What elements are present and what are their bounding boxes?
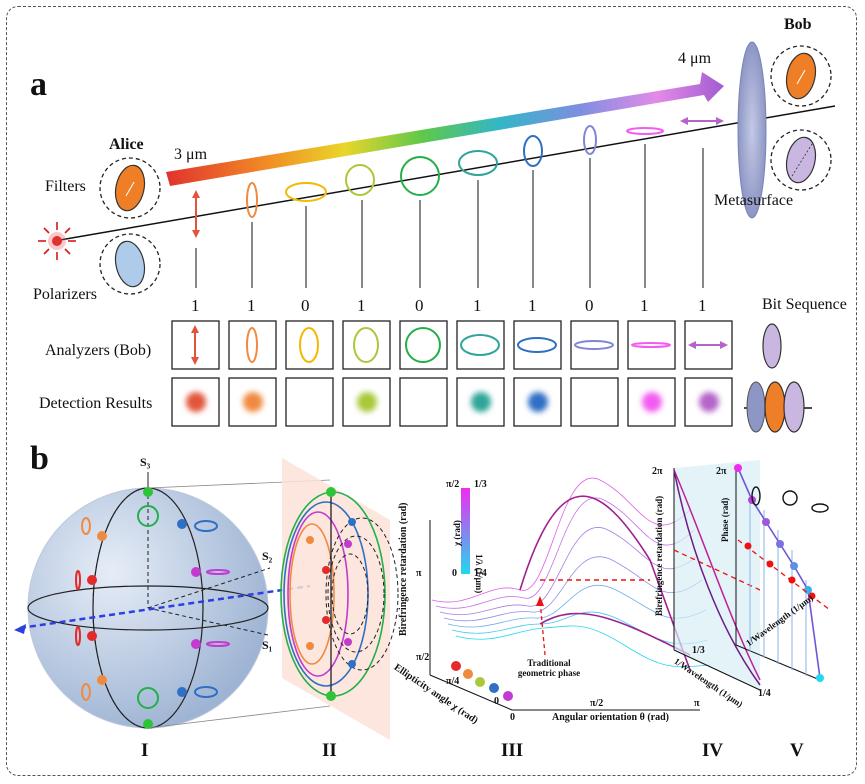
bit: 1 xyxy=(357,296,366,315)
subpanel-label-II: II xyxy=(322,740,337,761)
surface-z-tick: 0 xyxy=(494,696,499,707)
subpanel-label-III: III xyxy=(501,740,524,761)
wavelength-end-label: 4 μm xyxy=(678,50,712,67)
panel-a-letter: a xyxy=(30,66,47,103)
colorbar-lambda-bottom: 1/4 xyxy=(474,568,487,579)
colorbar-lambda-label: 1/λ (1/μm) xyxy=(474,554,484,594)
poincare-sphere xyxy=(14,472,311,729)
projection-panel xyxy=(280,458,399,740)
retardation-and-phase-plots xyxy=(673,460,831,691)
panel-v-y-axis-label: Phase (rad) xyxy=(720,497,730,542)
figure-frame xyxy=(6,6,857,776)
alice-filter-polarizer xyxy=(99,157,161,295)
wavelength-arrow xyxy=(166,72,724,186)
colorbar-lambda-top: 1/3 xyxy=(474,479,487,490)
panel-b-letter: b xyxy=(30,440,49,477)
bit-drop-lines xyxy=(195,144,704,288)
traditional-phase-annotation: Traditional geometric phase xyxy=(517,658,581,678)
alice-label: Alice xyxy=(109,136,144,153)
detection-spot xyxy=(642,392,662,412)
surface-x-tick: π/2 xyxy=(590,698,604,709)
surface-x-tick: π xyxy=(694,698,700,709)
bit: 0 xyxy=(415,296,424,315)
surface-x-axis-label: Angular orientation θ (rad) xyxy=(552,712,669,723)
subpanel-label-I: I xyxy=(141,740,149,761)
bit: 1 xyxy=(473,296,482,315)
detection-spot xyxy=(357,392,377,412)
panel-iv-x-left: 1/3 xyxy=(692,645,705,656)
wavelength-start-label: 3 μm xyxy=(174,146,208,163)
surface-x-tick: 0 xyxy=(510,712,515,723)
bit: 1 xyxy=(640,296,649,315)
metasurface-disc xyxy=(737,41,767,219)
detection-spot xyxy=(528,392,548,412)
bit-sequence-label: Bit Sequence xyxy=(762,296,847,313)
panel-a-graphics xyxy=(38,41,836,295)
s3-label: S₃ xyxy=(140,455,151,469)
panel-v-y-top: 2π xyxy=(716,466,727,477)
beam-axis xyxy=(59,105,836,241)
detection-spot xyxy=(471,392,491,412)
detection-label: Detection Results xyxy=(39,395,153,412)
bit: 1 xyxy=(528,296,537,315)
subpanel-label-IV: IV xyxy=(702,740,724,761)
polarizers-label: Polarizers xyxy=(33,286,97,303)
panel-v-x-right: 1/4 xyxy=(758,688,771,699)
analyzer-and-detection-grid xyxy=(171,320,812,433)
bit: 0 xyxy=(301,296,310,315)
surface-z-tick: π/2 xyxy=(416,652,430,663)
retardation-surface-plot xyxy=(429,477,711,711)
detection-spot xyxy=(243,392,263,412)
surface-z-tick: π/4 xyxy=(446,676,460,687)
surface-y-tick: π xyxy=(416,568,422,579)
colorbar-chi-label: χ (rad) xyxy=(452,520,462,546)
filters-label: Filters xyxy=(45,178,86,195)
panel-iv-y-axis-label: Birefringence retardation (rad) xyxy=(654,495,664,616)
bit: 1 xyxy=(191,296,200,315)
detection-spot xyxy=(186,392,206,412)
colorbar-chi-bottom: 0 xyxy=(452,568,457,579)
bit: 1 xyxy=(247,296,256,315)
bob-filter-analyzer xyxy=(770,45,832,191)
s1-label: S₁ xyxy=(262,638,273,652)
subpanel-label-V: V xyxy=(790,740,804,761)
detection-spot xyxy=(699,392,719,412)
laser-source-icon xyxy=(38,222,76,260)
bit: 0 xyxy=(585,296,594,315)
polarization-states xyxy=(192,117,724,238)
analyzers-label: Analyzers (Bob) xyxy=(45,342,152,359)
surface-y-axis-label: Birefringence retardation (rad) xyxy=(398,502,409,637)
colorbar-chi-top: π/2 xyxy=(446,479,460,490)
bob-label: Bob xyxy=(784,16,812,33)
panel-b-graphics xyxy=(14,458,831,740)
panel-iv-y-top: 2π xyxy=(652,466,663,477)
metasurface-label: Metasurface xyxy=(714,192,794,209)
s2-label: S₂ xyxy=(262,549,273,563)
bit: 1 xyxy=(698,296,707,315)
